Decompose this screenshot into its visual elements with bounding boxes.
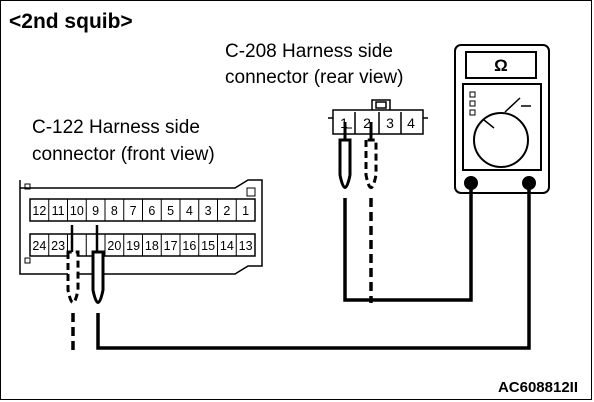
c122-pin-9: 9	[92, 204, 99, 218]
ohm-symbol: Ω	[494, 56, 508, 75]
c208-pin-2: 2	[363, 115, 371, 131]
c122-label-line1: C-122 Harness side	[32, 117, 200, 138]
c122-pin-12: 12	[32, 204, 46, 218]
c122-pin-23: 23	[51, 239, 65, 253]
figure-id: AC608812II	[498, 379, 578, 396]
c122-pin-7: 7	[130, 204, 137, 218]
c122-pin-17: 17	[164, 239, 178, 253]
c122-pin-19: 19	[126, 239, 140, 253]
c122-label-line2: connector (front view)	[32, 144, 215, 165]
c122-pin-5: 5	[167, 204, 174, 218]
c208-pin-4: 4	[407, 115, 415, 131]
c122-connector	[19, 179, 263, 275]
c208-label-line2: connector (rear view)	[225, 67, 403, 88]
ohmmeter-icon	[454, 44, 550, 194]
c122-pin-10: 10	[70, 204, 84, 218]
c122-pin-6: 6	[148, 204, 155, 218]
c122-pin-2: 2	[223, 204, 230, 218]
c122-pin-15: 15	[201, 239, 215, 253]
c122-pin-1: 1	[242, 204, 249, 218]
c122-pin-8: 8	[111, 204, 118, 218]
c122-pin-18: 18	[145, 239, 159, 253]
c122-pin-13: 13	[239, 239, 253, 253]
c122-pin-16: 16	[182, 239, 196, 253]
probe-leads	[66, 122, 531, 350]
c122-pin-11: 11	[52, 204, 65, 218]
c122-pin-14: 14	[220, 239, 234, 253]
c122-pin-3: 3	[205, 204, 212, 218]
c122-pin-24: 24	[32, 239, 46, 253]
c122-pin-4: 4	[186, 204, 193, 218]
c208-connector	[328, 99, 428, 135]
c208-label-line1: C-208 Harness side	[225, 41, 393, 62]
c122-pin-20: 20	[107, 239, 121, 253]
c208-pin-3: 3	[386, 115, 394, 131]
section-title: <2nd squib>	[9, 10, 133, 33]
